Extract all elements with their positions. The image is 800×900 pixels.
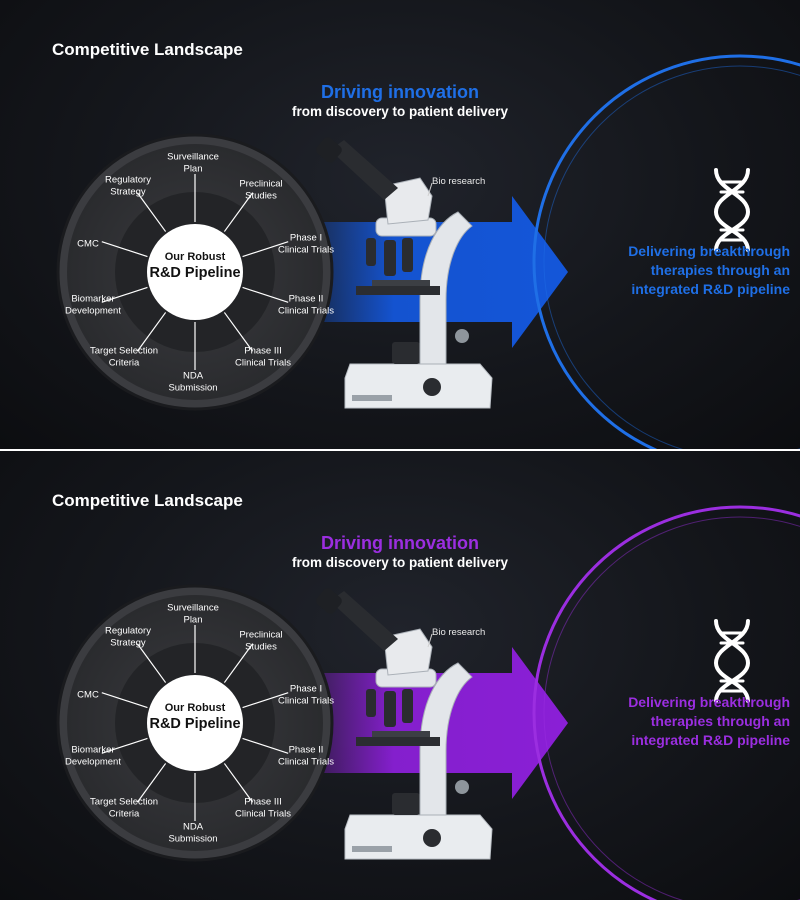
pipeline-stage-label: Phase III Clinical Trials (235, 345, 291, 369)
bio-research-callout: Bio research (432, 627, 486, 638)
pipeline-stage-label: Surveillance Plan (167, 602, 219, 626)
wheel-spoke (136, 192, 167, 232)
pipeline-wheel (56, 133, 334, 411)
wheel-spoke (223, 192, 254, 232)
pipeline-stage-label: NDA Submission (168, 821, 218, 845)
wheel-spoke (223, 763, 254, 803)
bio-research-callout: Bio research (432, 176, 486, 187)
pipeline-stage-label: Phase I Clinical Trials (278, 232, 334, 256)
pipeline-stage-label: Biomarker Development (65, 293, 121, 317)
pipeline-stage-label: CMC (77, 689, 99, 701)
wheel-spoke (136, 763, 167, 803)
pipeline-wheel (56, 584, 334, 862)
wheel-spoke (101, 692, 148, 709)
pipeline-stage-label: Phase III Clinical Trials (235, 796, 291, 820)
wheel-spoke (223, 643, 254, 683)
pipeline-hub (147, 675, 243, 771)
page-title: Competitive Landscape (52, 40, 243, 59)
wheel-spoke (136, 643, 167, 683)
dna-icon (713, 168, 751, 252)
pipeline-stage-label: CMC (77, 238, 99, 250)
pipeline-stage-label: Preclinical Studies (239, 629, 283, 653)
pipeline-stage-label: Target Selection Criteria (89, 345, 159, 369)
center-label-small: Our Robust (164, 251, 226, 263)
outcome-inner-ring (543, 65, 800, 449)
pipeline-stage-label: Phase I Clinical Trials (278, 683, 334, 707)
subheadline: from discovery to patient delivery (291, 104, 509, 119)
headline: Driving innovation (320, 82, 479, 102)
outcome-circle (532, 505, 800, 900)
wheel-spoke (242, 737, 289, 754)
outcome-inner-ring (543, 516, 800, 900)
pipeline-stage-label: Phase II Clinical Trials (278, 293, 334, 317)
headline: Driving innovation (320, 533, 479, 553)
wheel-spoke (136, 312, 167, 352)
pipeline-stage-label: Surveillance Plan (167, 151, 219, 175)
slide-artwork (56, 505, 800, 900)
pipeline-hub (147, 224, 243, 320)
pipeline-stage-label: Preclinical Studies (239, 178, 283, 202)
page-title: Competitive Landscape (52, 491, 243, 510)
wheel-spoke (101, 737, 148, 754)
slide-artwork (56, 54, 800, 449)
outcome-circle (532, 54, 800, 449)
wheel-spoke (101, 241, 148, 258)
wheel-spoke (223, 312, 254, 352)
pipeline-stage-label: Regulatory Strategy (105, 625, 151, 649)
tagline: Delivering breakthrough therapies throug… (628, 243, 790, 297)
dna-icon (713, 619, 751, 703)
subheadline: from discovery to patient delivery (291, 555, 509, 570)
wheel-spoke (242, 286, 289, 303)
microscope-image (316, 588, 493, 860)
pipeline-stage-label: Target Selection Criteria (89, 796, 159, 820)
center-label-big: R&D Pipeline (149, 716, 241, 732)
microscope-image (316, 137, 493, 409)
wheel-spoke (242, 241, 289, 258)
pipeline-stage-label: Regulatory Strategy (105, 174, 151, 198)
wheel-spoke (242, 692, 289, 709)
pipeline-stage-label: NDA Submission (168, 370, 218, 394)
center-label-big: R&D Pipeline (149, 265, 241, 281)
pipeline-stage-label: Phase II Clinical Trials (278, 744, 334, 768)
tagline: Delivering breakthrough therapies throug… (628, 694, 790, 748)
wheel-spoke (101, 286, 148, 303)
pipeline-stage-label: Biomarker Development (65, 744, 121, 768)
center-label-small: Our Robust (164, 702, 226, 714)
